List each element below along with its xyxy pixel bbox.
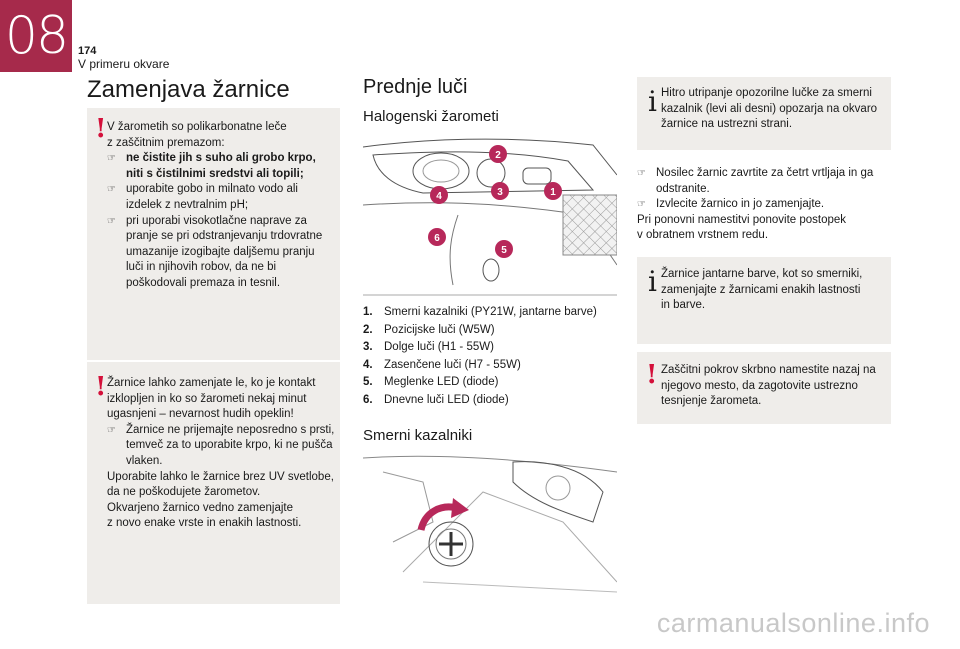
- indicator-bulb-diagram: [363, 455, 617, 593]
- callout-4: [430, 186, 448, 204]
- bullet-text: pri uporabi visokotlačne naprave za pran…: [126, 214, 323, 289]
- step-text: Nosilec žarnic zavrtite za četrt vrtljaj…: [656, 167, 874, 195]
- bullet-text: ne čistite jih s suho ali grobo krpo, ni…: [126, 152, 316, 180]
- list-item: ☞ Nosilec žarnic zavrtite za četrt vrtlj…: [637, 166, 891, 197]
- arrow-head: [451, 498, 469, 518]
- info-icon: i: [648, 85, 657, 118]
- callout-3: [491, 182, 509, 200]
- warning-outro: Uporabite lahko le žarnice brez UV svetl…: [107, 470, 334, 530]
- legend-item: 2.Pozicijske luči (W5W): [363, 323, 495, 336]
- pointing-hand-icon: ☞: [107, 184, 116, 196]
- callout-label: 2: [495, 150, 501, 161]
- drl-strip: [449, 214, 459, 286]
- chapter-number-tab: 08: [0, 0, 72, 72]
- page-number: 174: [78, 45, 97, 57]
- rotate-arrow: [417, 503, 458, 532]
- bulb-legend: 1.Smerni kazalniki (PY21W, jantarne barv…: [363, 304, 623, 410]
- list-item: ☞ Žarnice ne prijemajte neposredno s prs…: [107, 423, 335, 470]
- section-title: Zamenjava žarnice: [87, 76, 290, 103]
- indicators-subtitle: Smerni kazalniki: [363, 427, 473, 444]
- legend-item: 1.Smerni kazalniki (PY21W, jantarne barv…: [363, 306, 597, 318]
- fog-lamp: [482, 258, 500, 282]
- bullet-text: Žarnice ne prijemajte neposredno s prsti…: [126, 423, 335, 467]
- callout-label: 5: [501, 245, 507, 256]
- headlight-rear: [512, 461, 604, 523]
- info-box-amber: i Žarnice jantarne barve, kot so smernik…: [637, 257, 891, 344]
- pointing-hand-icon: ☞: [107, 424, 116, 436]
- pointing-hand-icon: ☞: [107, 153, 116, 165]
- halogen-subtitle: Halogenski žarometi: [363, 108, 499, 125]
- pointing-hand-icon: ☞: [107, 215, 116, 227]
- warning-intro: V žarometih so polikarbonatne leče z zaš…: [107, 121, 287, 149]
- callout-label: 1: [550, 187, 556, 198]
- bullet-text: uporabite gobo in milnato vodo ali izdel…: [126, 183, 298, 211]
- callout-5: [495, 240, 513, 258]
- info-text: Žarnice jantarne barve, kot so smerniki,…: [661, 268, 863, 312]
- info-text: Hitro utripanje opozorilne lučke za smer…: [661, 87, 878, 131]
- list-item: ☞ Izvlecite žarnico in jo zamenjajte.: [637, 197, 891, 213]
- exclamation-icon: !: [646, 360, 658, 390]
- warning-box-cover: ! Zaščitni pokrov skrbno namestite nazaj…: [637, 352, 891, 424]
- exclamation-icon: !: [95, 372, 107, 402]
- warning-box-lenses: ! V žarometih so polikarbonatne leče z z…: [87, 108, 340, 360]
- indicator-lens: [522, 167, 552, 185]
- steps-outro: Pri ponovni namestitvi ponovite postopek…: [637, 213, 847, 242]
- headlight-diagram: 1 2 3 4 5 6: [363, 138, 617, 296]
- callout-label: 3: [497, 187, 503, 198]
- headlights-title: Prednje luči: [363, 76, 468, 98]
- low-beam-lens: [412, 152, 470, 190]
- list-item: ☞ uporabite gobo in milnato vodo ali izd…: [107, 182, 335, 213]
- bulb-holder: [428, 521, 474, 567]
- list-item: ☞ ne čistite jih s suho ali grobo krpo, …: [107, 151, 335, 182]
- callout-label: 4: [436, 191, 442, 202]
- callout-label: 6: [434, 233, 440, 244]
- pointing-hand-icon: ☞: [637, 168, 646, 179]
- grille: [562, 194, 617, 256]
- warning-text: Zaščitni pokrov skrbno namestite nazaj n…: [661, 364, 876, 408]
- callout-1: [544, 182, 562, 200]
- legend-item: 4.Zasenčene luči (H7 - 55W): [363, 358, 521, 371]
- callout-6: [428, 228, 446, 246]
- replacement-steps: ☞ Nosilec žarnic zavrtite za četrt vrtlj…: [637, 166, 891, 244]
- info-icon: i: [648, 265, 657, 298]
- legend-item: 3.Dolge luči (H1 - 55W): [363, 341, 494, 354]
- chapter-title: V primeru okvare: [78, 57, 170, 71]
- hood-edge: [363, 138, 617, 176]
- legend-item: 6.Dnevne luči LED (diode): [363, 393, 509, 406]
- pointing-hand-icon: ☞: [637, 199, 646, 211]
- headlight-housing: [372, 151, 595, 194]
- info-box-flashing: i Hitro utripanje opozorilne lučke za sm…: [637, 77, 891, 150]
- exclamation-icon: !: [95, 114, 107, 144]
- list-item: ☞ pri uporabi visokotlačne naprave za pr…: [107, 214, 335, 292]
- warning-box-burns: ! Žarnice lahko zamenjate le, ko je kont…: [87, 362, 340, 604]
- warning-intro: Žarnice lahko zamenjate le, ko je kontak…: [107, 377, 316, 421]
- callout-2: [489, 145, 507, 163]
- watermark: carmanualsonline.info: [656, 608, 930, 638]
- legend-item: 5.Meglenke LED (diode): [363, 376, 499, 389]
- step-text: Izvlecite žarnico in jo zamenjajte.: [656, 198, 825, 211]
